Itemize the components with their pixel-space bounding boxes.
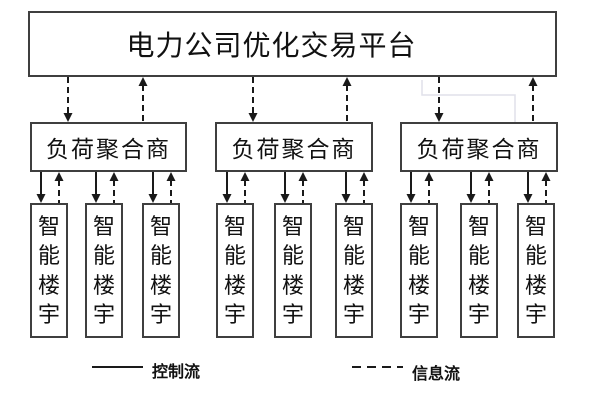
control-flow-arrow-down — [466, 172, 476, 203]
info-flow-arrow-up — [54, 172, 64, 203]
building-box-6-label: 智能楼宇 — [342, 214, 365, 327]
control-flow-arrow-down — [148, 172, 158, 203]
building-box-1: 智能楼宇 — [30, 203, 68, 338]
building-box-7-label: 智能楼宇 — [407, 214, 430, 327]
aggregator-box-1-label: 负荷聚合商 — [46, 137, 171, 162]
aggregator-box-3: 负荷聚合商 — [400, 122, 558, 172]
building-box-9: 智能楼宇 — [517, 203, 555, 338]
building-box-8: 智能楼宇 — [460, 203, 498, 338]
building-box-4: 智能楼宇 — [216, 203, 254, 338]
control-flow-arrow-down — [523, 172, 533, 203]
info-flow-arrow-up — [528, 77, 538, 122]
info-flow-arrow-down — [248, 77, 258, 122]
info-flow-arrow-up — [298, 172, 308, 203]
info-flow-arrow-up — [541, 172, 551, 203]
platform-box-label: 电力公司优化交易平台 — [126, 31, 417, 62]
building-box-9-label: 智能楼宇 — [524, 214, 547, 327]
aggregator-box-2-label: 负荷聚合商 — [231, 137, 357, 162]
info-flow-arrow-up — [109, 172, 119, 203]
building-box-2: 智能楼宇 — [85, 203, 123, 338]
building-box-8-label: 智能楼宇 — [467, 214, 490, 327]
building-box-5-label: 智能楼宇 — [281, 214, 304, 327]
control-flow-arrow-down — [341, 172, 351, 203]
control-flow-arrow-down — [222, 172, 232, 203]
aggregator-box-3-label: 负荷聚合商 — [416, 137, 542, 162]
legend-info-label: 信息流 — [412, 366, 461, 383]
building-box-3-label: 智能楼宇 — [149, 214, 172, 327]
info-flow-arrow-up — [166, 172, 176, 203]
aggregator-box-2: 负荷聚合商 — [215, 122, 373, 172]
info-flow-arrow-up — [424, 172, 434, 203]
control-flow-arrow-down — [91, 172, 101, 203]
info-flow-arrow-down — [63, 77, 73, 122]
legend-control-label: 控制流 — [152, 364, 201, 381]
building-box-6: 智能楼宇 — [335, 203, 373, 338]
building-box-4-label: 智能楼宇 — [223, 214, 246, 327]
aggregator-box-1: 负荷聚合商 — [30, 122, 187, 172]
control-flow-arrow-down — [280, 172, 290, 203]
info-flow-arrow-up — [484, 172, 494, 203]
platform-box: 电力公司优化交易平台 — [28, 11, 557, 77]
info-flow-arrow-up — [359, 172, 369, 203]
control-flow-arrow-down — [406, 172, 416, 203]
building-box-7: 智能楼宇 — [400, 203, 438, 338]
building-box-2-label: 智能楼宇 — [92, 214, 115, 327]
info-flow-arrow-up — [240, 172, 250, 203]
info-flow-arrow-down — [434, 77, 444, 122]
info-flow-arrow-up — [138, 77, 148, 122]
info-flow-arrow-up — [342, 77, 352, 122]
building-box-5: 智能楼宇 — [274, 203, 312, 338]
building-box-1-label: 智能楼宇 — [37, 214, 60, 327]
faint-routed-connector — [421, 80, 516, 122]
control-flow-arrow-down — [36, 172, 46, 203]
building-box-3: 智能楼宇 — [142, 203, 180, 338]
